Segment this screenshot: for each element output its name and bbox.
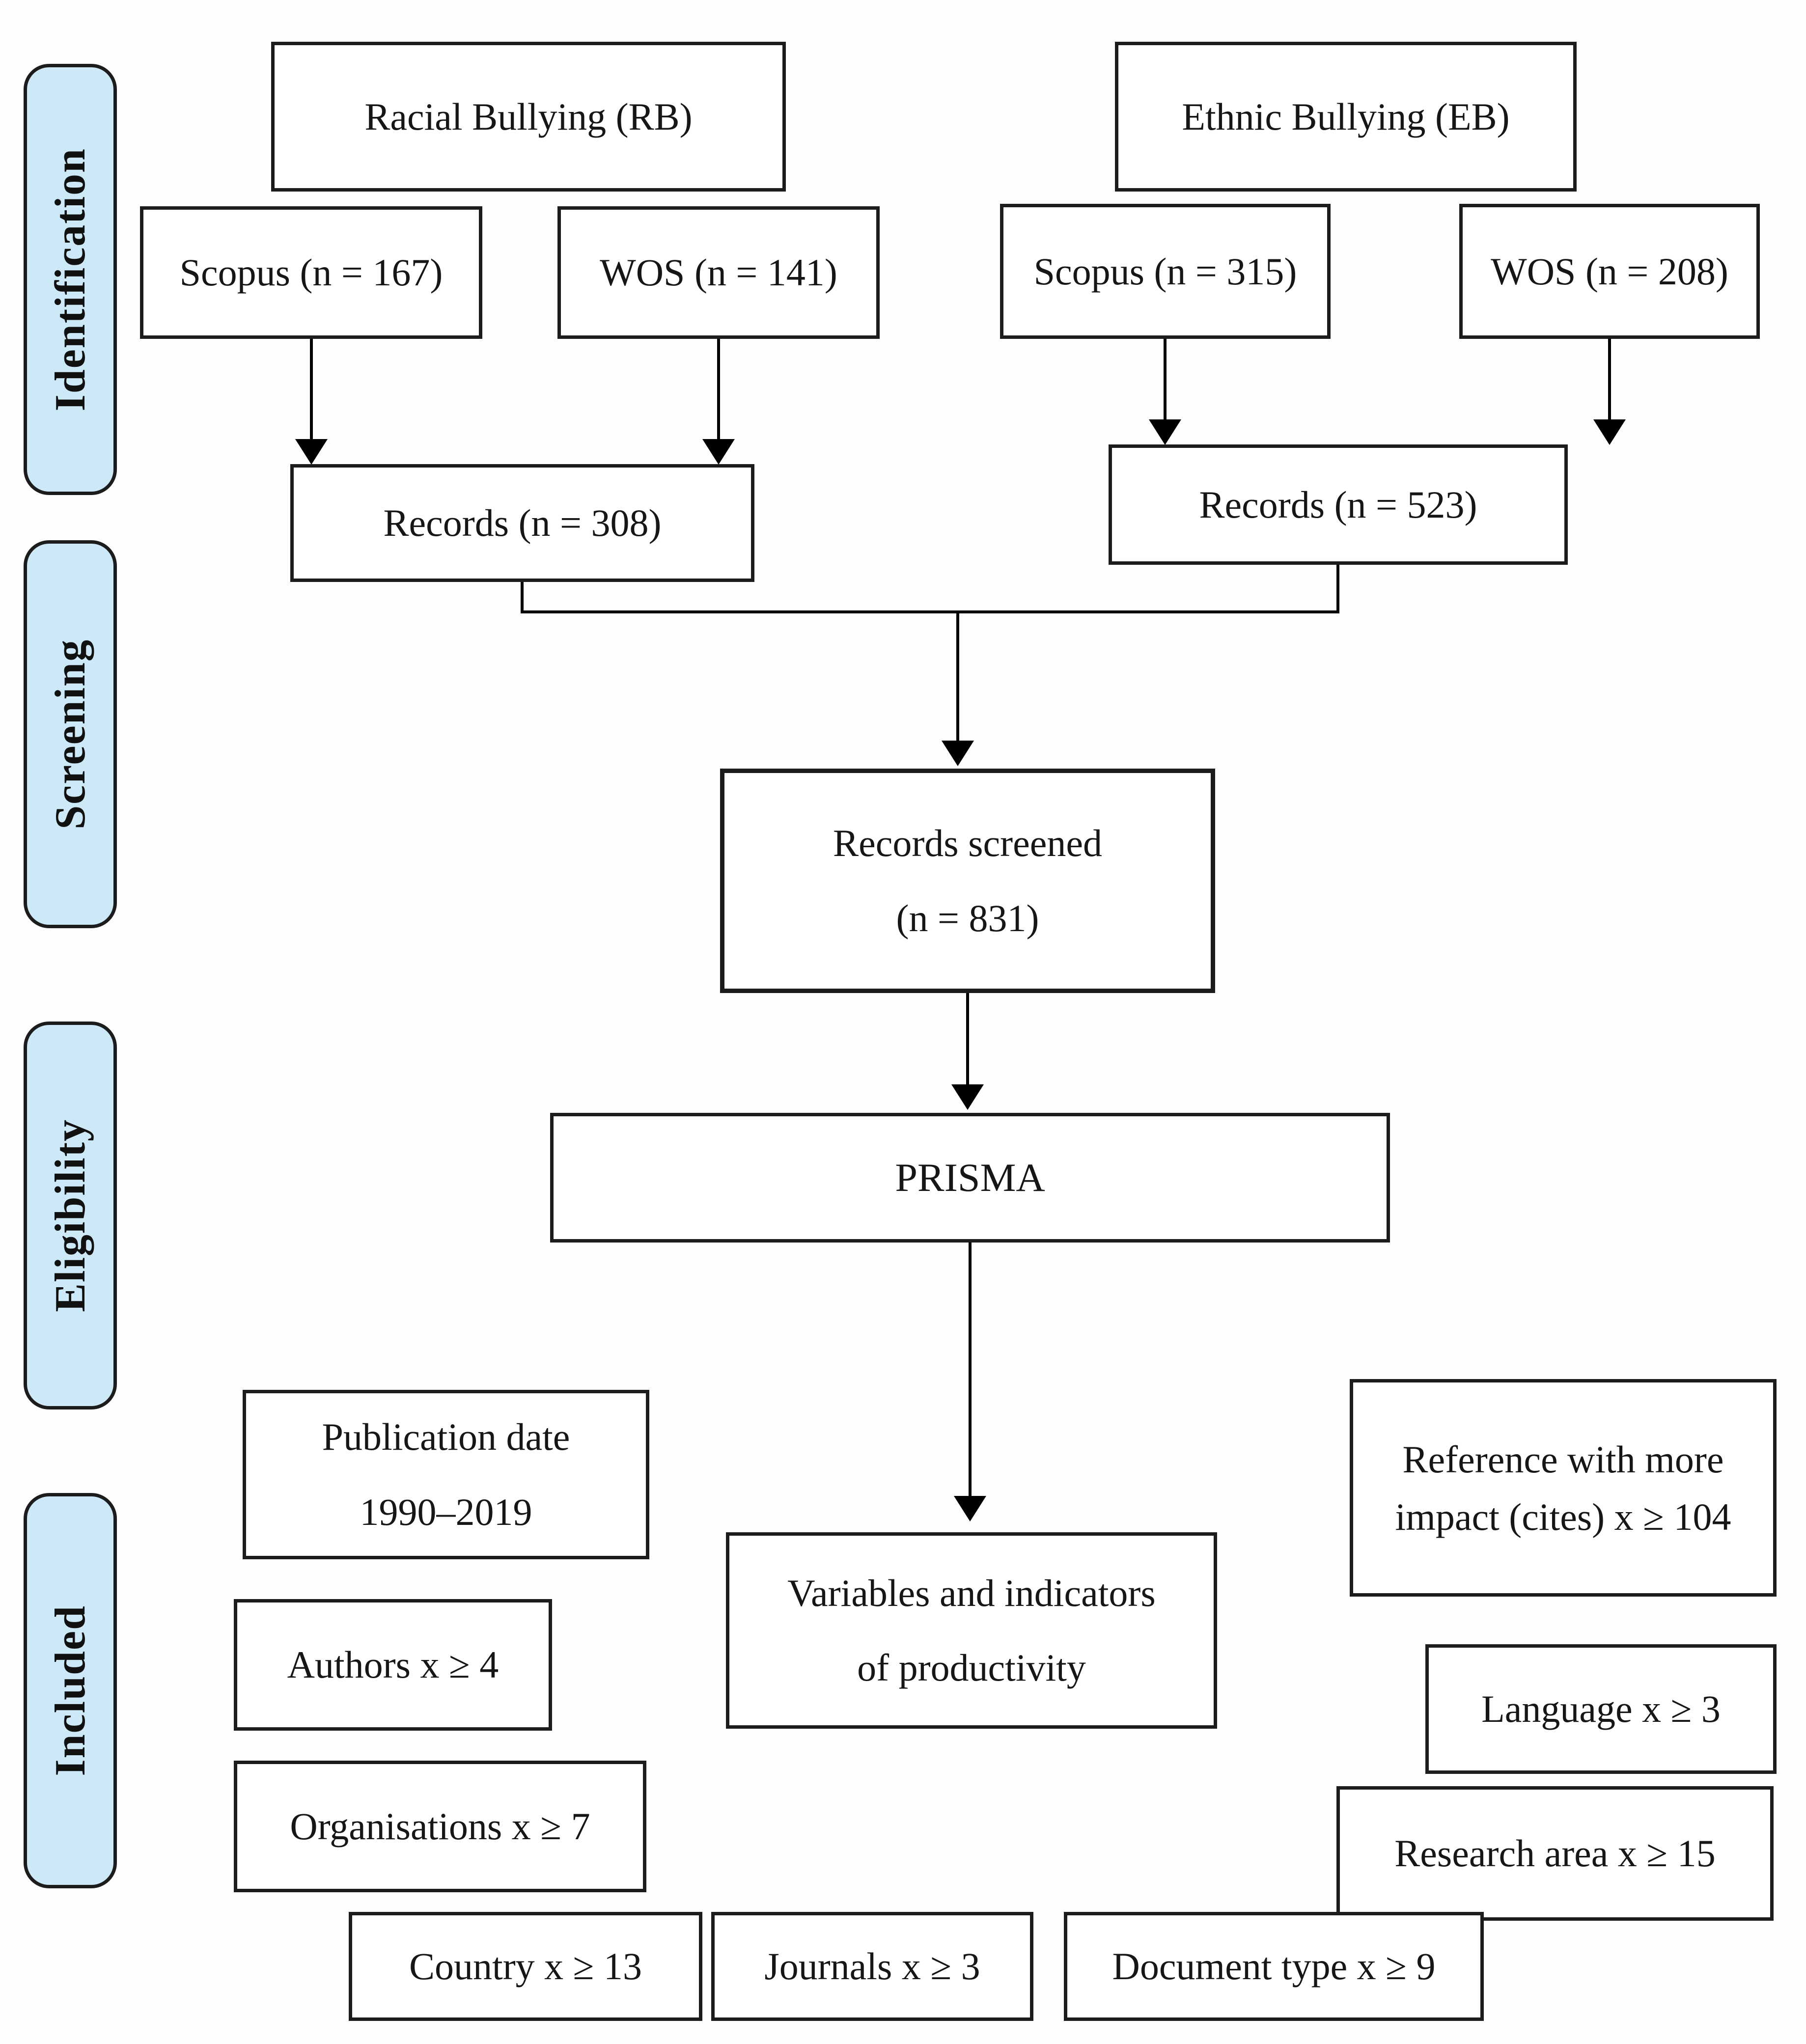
box-records-screened: Records screened (n = 831) [720,769,1215,993]
box-ethnic-bullying-label: Ethnic Bullying (EB) [1182,95,1510,138]
box-scopus-eb-label: Scopus (n = 315) [1033,249,1297,293]
box-language-label: Language x ≥ 3 [1481,1687,1721,1731]
box-variables-line1: Variables and indicators [787,1571,1156,1614]
box-publication-date-line1: Publication date [322,1415,570,1459]
stage-screening-label: Screening [46,639,94,829]
box-reference-impact: Reference with more impact (cites) x ≥ 1… [1350,1379,1777,1597]
box-document-type: Document type x ≥ 9 [1064,1912,1484,2021]
box-research-area-label: Research area x ≥ 15 [1394,1832,1716,1875]
box-scopus-rb-label: Scopus (n = 167) [179,251,443,294]
box-records-eb-label: Records (n = 523) [1199,483,1477,526]
box-records-rb-label: Records (n = 308) [383,501,662,545]
box-reference-impact-line2: impact (cites) x ≥ 104 [1395,1495,1731,1538]
box-reference-impact-line1: Reference with more [1402,1437,1724,1481]
box-racial-bullying-label: Racial Bullying (RB) [364,95,693,138]
connector-records-merge [521,565,1339,613]
box-organisations: Organisations x ≥ 7 [234,1761,646,1892]
box-racial-bullying: Racial Bullying (RB) [271,42,786,192]
box-organisations-label: Organisations x ≥ 7 [290,1805,590,1848]
arrow-merge-to-records-screened [942,612,974,766]
stage-eligibility-label: Eligibility [46,1119,94,1312]
box-publication-date: Publication date 1990–2019 [243,1390,649,1559]
box-scopus-eb: Scopus (n = 315) [1000,204,1331,339]
stage-identification-label: Identification [46,147,94,412]
stage-included: Included [24,1493,117,1888]
box-prisma-label: PRISMA [895,1155,1045,1200]
arrow-wos-eb-to-records [1593,339,1626,445]
box-wos-eb-label: WOS (n = 208) [1491,249,1728,293]
box-prisma: PRISMA [550,1113,1390,1243]
box-publication-date-line2: 1990–2019 [360,1490,532,1533]
box-document-type-label: Document type x ≥ 9 [1112,1945,1436,1988]
box-research-area: Research area x ≥ 15 [1336,1786,1774,1921]
box-records-rb: Records (n = 308) [290,464,754,582]
box-language: Language x ≥ 3 [1425,1644,1777,1774]
stage-screening: Screening [24,540,117,928]
box-ethnic-bullying: Ethnic Bullying (EB) [1115,42,1577,192]
box-variables: Variables and indicators of productivity [726,1532,1217,1729]
box-journals: Journals x ≥ 3 [711,1912,1033,2021]
arrow-prisma-to-variables [954,1243,986,1521]
box-authors-label: Authors x ≥ 4 [287,1643,499,1686]
arrow-scopus-rb-to-records [295,339,328,465]
arrow-records-screened-to-prisma [951,993,984,1110]
box-journals-label: Journals x ≥ 3 [764,1945,980,1988]
box-scopus-rb: Scopus (n = 167) [140,206,482,339]
box-country-label: Country x ≥ 13 [409,1945,642,1988]
box-wos-eb: WOS (n = 208) [1459,204,1760,339]
box-records-screened-line2: (n = 831) [896,896,1039,939]
arrow-scopus-eb-to-records [1149,339,1181,445]
box-country: Country x ≥ 13 [349,1912,702,2021]
box-wos-rb: WOS (n = 141) [557,206,880,339]
stage-identification: Identification [24,64,117,495]
box-authors: Authors x ≥ 4 [234,1599,552,1731]
box-wos-rb-label: WOS (n = 141) [600,251,837,294]
arrow-wos-rb-to-records [702,339,735,465]
box-records-screened-line1: Records screened [833,822,1102,865]
stage-eligibility: Eligibility [24,1022,117,1409]
box-records-eb: Records (n = 523) [1109,444,1568,565]
stage-included-label: Included [46,1605,94,1776]
box-variables-line2: of productivity [857,1646,1086,1689]
